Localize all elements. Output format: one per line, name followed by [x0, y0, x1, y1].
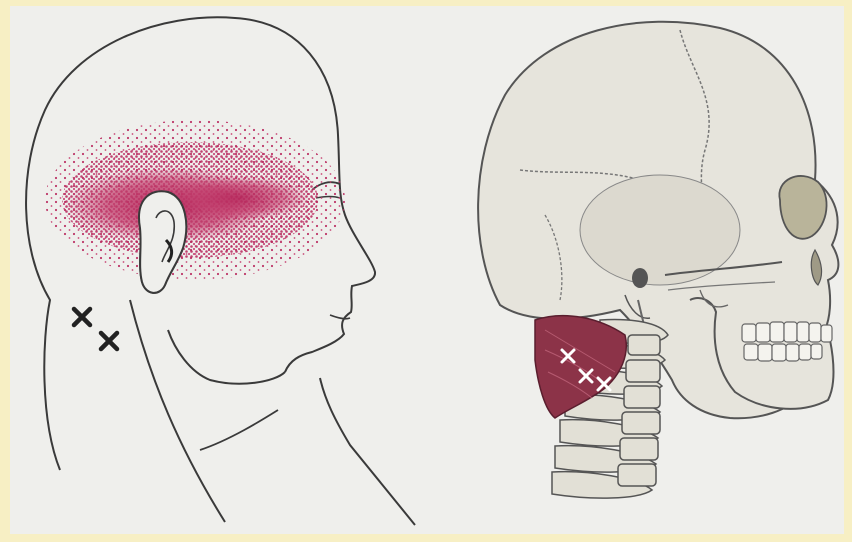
- referred-pain-stipple-icon: [45, 120, 345, 293]
- trigger-point-x-icon: [101, 333, 117, 349]
- trigger-point-x-icon: [74, 309, 90, 325]
